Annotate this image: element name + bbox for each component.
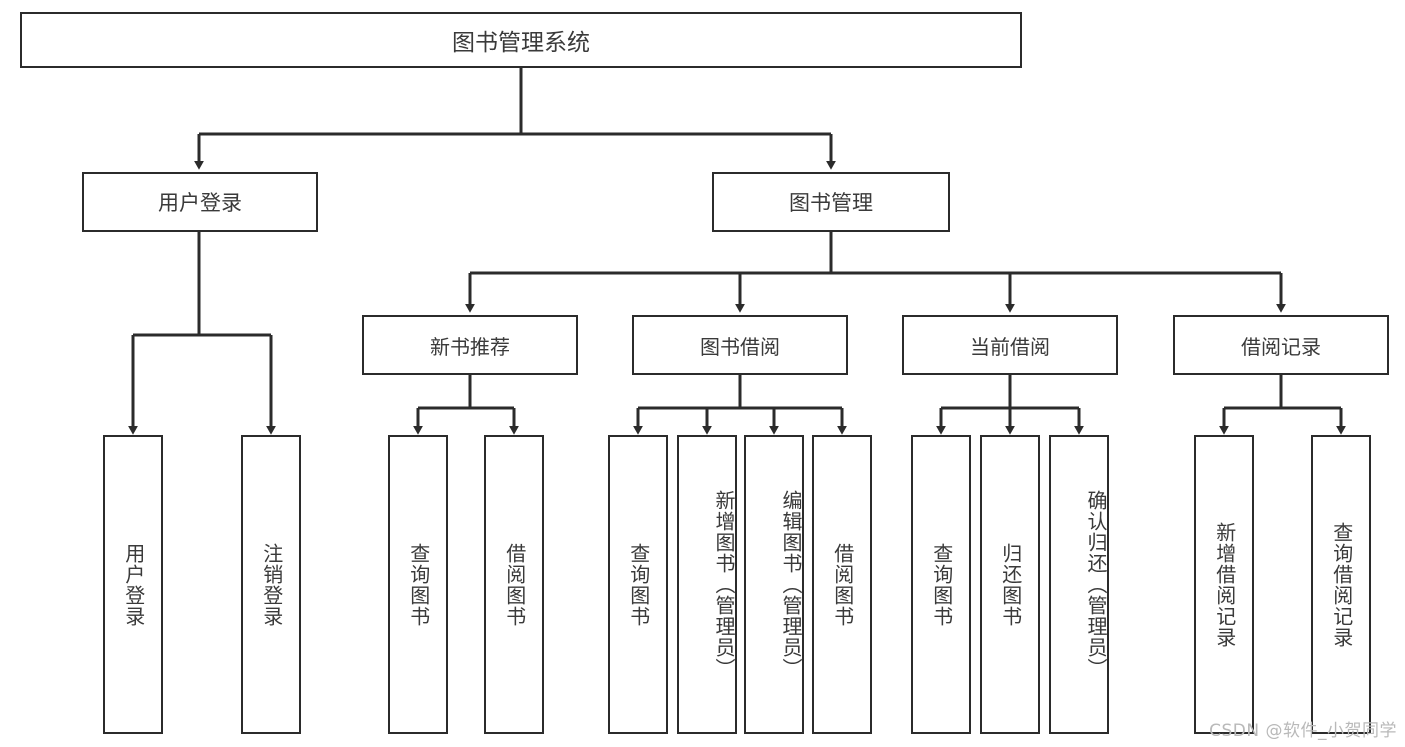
node-label: 新增借阅记录	[1212, 521, 1237, 648]
leaf-user-login-logout[interactable]: 注销登录	[241, 435, 301, 734]
node-label: 当前借阅	[970, 334, 1050, 359]
node-label: 查询图书	[626, 542, 651, 627]
node-label: 用户登录	[121, 542, 146, 627]
leaf-current-confirm-return-admin[interactable]: 确认归还（管理员）	[1049, 435, 1109, 734]
leaf-new-book-borrow[interactable]: 借阅图书	[484, 435, 544, 734]
node-label: 图书管理系统	[452, 30, 590, 56]
leaf-new-book-query[interactable]: 查询图书	[388, 435, 448, 734]
node-label: 图书借阅	[700, 334, 780, 359]
node-book-borrow[interactable]: 图书借阅	[632, 315, 848, 375]
leaf-borrow-query-book[interactable]: 查询图书	[608, 435, 668, 734]
node-root-system[interactable]: 图书管理系统	[20, 12, 1022, 68]
leaf-record-query-record[interactable]: 查询借阅记录	[1311, 435, 1371, 734]
node-label: 借阅图书	[502, 542, 527, 627]
node-label: 新增图书（管理员）	[712, 490, 736, 679]
node-label: 新书推荐	[430, 334, 510, 359]
node-label: 借阅记录	[1241, 334, 1321, 359]
node-label: 确认归还（管理员）	[1084, 490, 1108, 679]
csdn-watermark: CSDN @软件_小贺同学	[1209, 721, 1397, 741]
node-label: 编辑图书（管理员）	[779, 490, 803, 679]
node-new-book-recommend[interactable]: 新书推荐	[362, 315, 578, 375]
leaf-record-add-record[interactable]: 新增借阅记录	[1194, 435, 1254, 734]
leaf-borrow-borrow-book[interactable]: 借阅图书	[812, 435, 872, 734]
leaf-current-query-book[interactable]: 查询图书	[911, 435, 971, 734]
node-label: 借阅图书	[830, 542, 855, 627]
leaf-user-login-login[interactable]: 用户登录	[103, 435, 163, 734]
node-label: 查询图书	[929, 542, 954, 627]
node-book-management[interactable]: 图书管理	[712, 172, 950, 232]
node-label: 查询图书	[406, 542, 431, 627]
node-label: 归还图书	[998, 542, 1023, 627]
leaf-borrow-add-book-admin[interactable]: 新增图书（管理员）	[677, 435, 737, 734]
node-label: 查询借阅记录	[1329, 521, 1354, 648]
node-borrow-record[interactable]: 借阅记录	[1173, 315, 1389, 375]
node-label: 注销登录	[259, 542, 284, 627]
node-label: 用户登录	[158, 191, 242, 215]
leaf-borrow-edit-book-admin[interactable]: 编辑图书（管理员）	[744, 435, 804, 734]
leaf-current-return-book[interactable]: 归还图书	[980, 435, 1040, 734]
node-current-borrow[interactable]: 当前借阅	[902, 315, 1118, 375]
node-label: 图书管理	[789, 191, 873, 215]
node-user-login[interactable]: 用户登录	[82, 172, 318, 232]
